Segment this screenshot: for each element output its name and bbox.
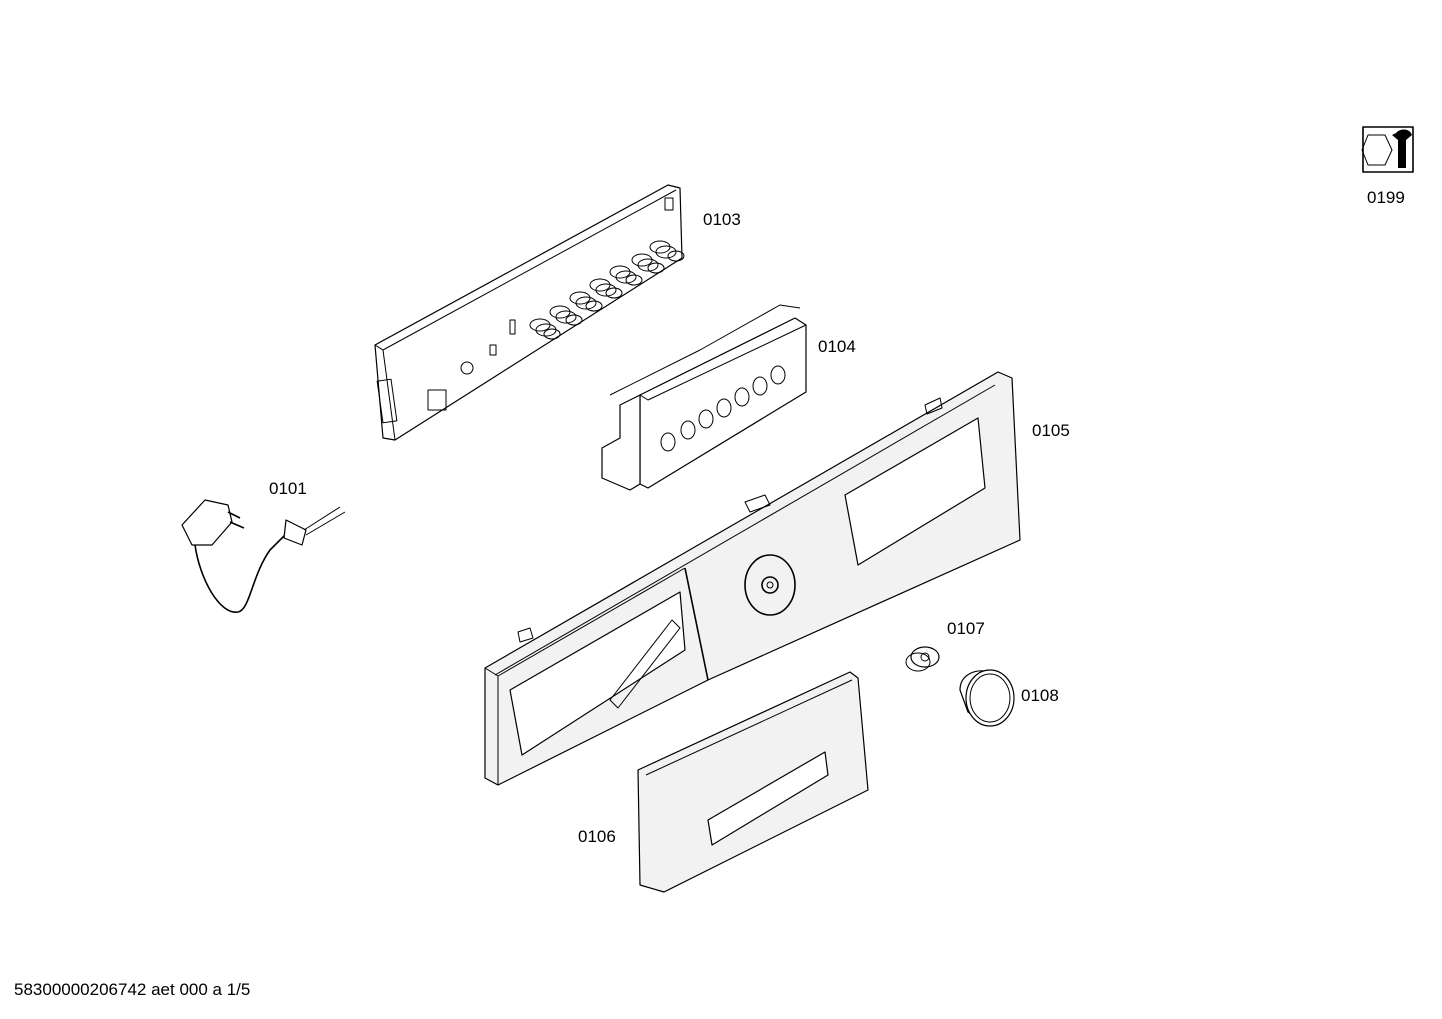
part-0101-power-cord[interactable]	[181, 499, 346, 613]
document-footer: 58300000206742 aet 000 a 1/5	[14, 980, 251, 999]
label-0108: 0108	[1021, 686, 1059, 705]
part-0105-control-panel-fascia[interactable]	[484, 371, 1021, 786]
board-switch-coils	[529, 240, 685, 340]
label-0107: 0107	[947, 619, 985, 638]
part-0106-drawer-handle[interactable]	[637, 671, 869, 893]
part-0199-tool-icon[interactable]	[1361, 126, 1414, 173]
label-0106: 0106	[578, 827, 616, 846]
part-0108-selector-knob[interactable]	[959, 669, 1015, 727]
label-0105: 0105	[1032, 421, 1070, 440]
label-0104: 0104	[818, 337, 856, 356]
part-0107-knob-adapter[interactable]	[905, 646, 940, 672]
part-0103-control-board[interactable]	[374, 184, 685, 441]
label-0101: 0101	[269, 479, 307, 498]
label-0103: 0103	[703, 210, 741, 229]
fascia-knob-recess	[744, 554, 796, 616]
part-0104-button-carrier[interactable]	[601, 304, 807, 491]
label-0199: 0199	[1367, 188, 1405, 207]
